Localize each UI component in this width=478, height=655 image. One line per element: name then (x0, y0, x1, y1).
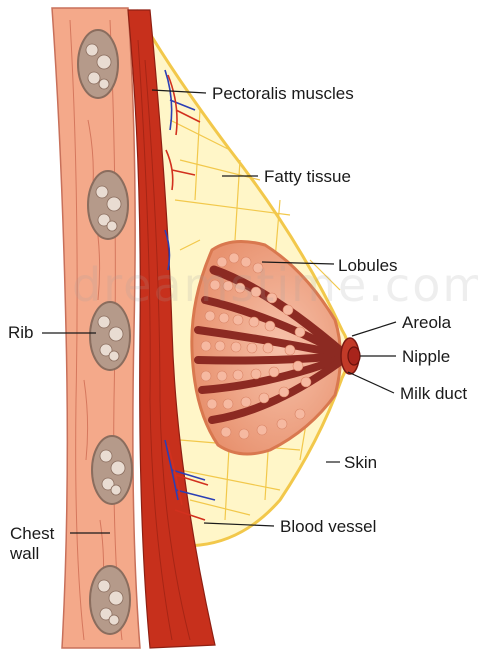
label-lobules: Lobules (338, 256, 398, 276)
label-nipple: Nipple (402, 347, 450, 367)
label-chest-wall: Chest wall (10, 524, 54, 564)
label-fatty-tissue: Fatty tissue (264, 167, 351, 187)
label-skin: Skin (344, 453, 377, 473)
label-pectoralis-muscles: Pectoralis muscles (212, 84, 354, 104)
label-milk-duct: Milk duct (400, 384, 467, 404)
nipple (348, 347, 360, 365)
label-areola: Areola (402, 313, 451, 333)
label-blood-vessel: Blood vessel (280, 517, 376, 537)
label-rib: Rib (8, 323, 34, 343)
